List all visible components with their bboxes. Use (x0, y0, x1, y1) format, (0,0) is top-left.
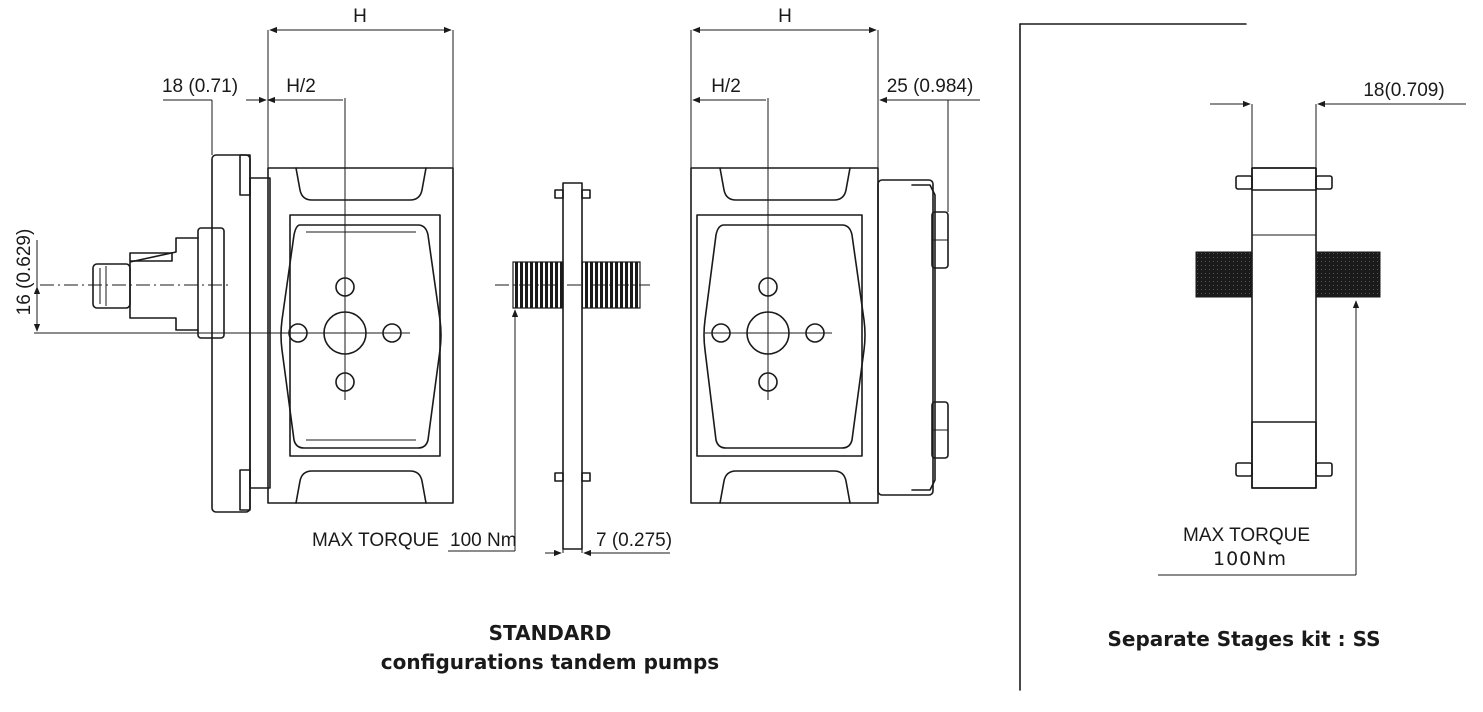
left-inner-frame (289, 214, 441, 457)
right-inner-frame (696, 214, 863, 457)
left-shaft-shoulder (129, 237, 199, 331)
kit-width-label: 18(0.709) (1363, 80, 1444, 101)
right-face-plate (703, 224, 866, 449)
h-half-label-right: H/2 (711, 76, 741, 97)
coupling: MAX TORQUE 100 Nm 7 (0.275) (312, 182, 672, 557)
left-dimensions: H H/2 18 (0.71) 16 (0.629) (14, 6, 454, 332)
left-pump (34, 98, 454, 513)
kit-pin-br (1315, 462, 1333, 477)
flange-label-left: 18 (0.71) (162, 76, 238, 97)
plate-width-label: 7 (0.275) (596, 530, 672, 551)
shaft-offset-label: 16 (0.629) (14, 229, 35, 316)
left-flange-bottom-step (239, 469, 251, 511)
right-end-cover (877, 179, 934, 496)
left-bottom-rib (295, 470, 427, 504)
kit-plate-bottom-band (1251, 421, 1317, 489)
coupling-pin-br (581, 472, 591, 482)
kit-pin-bl (1235, 462, 1253, 477)
right-pump (690, 98, 949, 504)
h-half-label-left: H/2 (286, 76, 316, 97)
kit-panel: 18(0.709) MAX TORQUE 100Nm Separate Stag… (1019, 23, 1466, 691)
right-end-cover-edge (911, 184, 936, 491)
h-label-left: H (353, 6, 367, 27)
kit-torque-value: 100Nm (1213, 548, 1287, 570)
kit-spline-right (1315, 251, 1381, 298)
left-key (129, 252, 173, 262)
caption-kit: Separate Stages kit : SS (1108, 627, 1381, 651)
kit-plate-top-band (1251, 167, 1317, 191)
kit-spline-left (1195, 251, 1253, 298)
torque-label-std: MAX TORQUE (312, 530, 439, 551)
left-face-edges (306, 231, 416, 441)
right-top-rib (719, 167, 851, 201)
left-top-rib (295, 167, 427, 201)
left-hub (197, 227, 225, 339)
right-bottom-rib (719, 470, 851, 504)
left-shaft-tip (92, 263, 131, 309)
coupling-pin-tr (581, 189, 591, 199)
left-shaft-chamfer (99, 266, 107, 306)
left-body (267, 167, 454, 504)
right-body (690, 167, 879, 504)
left-flange-top-step (239, 154, 251, 196)
caption-standard-line1: STANDARD (489, 621, 612, 645)
right-bolt-lines (932, 239, 948, 431)
coupling-pin-tl (554, 189, 564, 199)
flange-label-right: 25 (0.984) (887, 76, 974, 97)
h-label-right: H (778, 6, 792, 27)
coupling-plate (562, 182, 583, 550)
caption-standard-line2: configurations tandem pumps (381, 650, 719, 674)
kit-pin-tr (1315, 175, 1333, 190)
coupling-pin-bl (554, 472, 564, 482)
kit-torque-label: MAX TORQUE (1183, 525, 1310, 546)
right-dimensions: H H/2 25 (0.984) (690, 6, 980, 212)
torque-value-std: 100 Nm (450, 530, 517, 551)
kit-pin-tl (1235, 175, 1253, 190)
kit-plate (1251, 167, 1317, 489)
left-face-plate (280, 224, 442, 449)
